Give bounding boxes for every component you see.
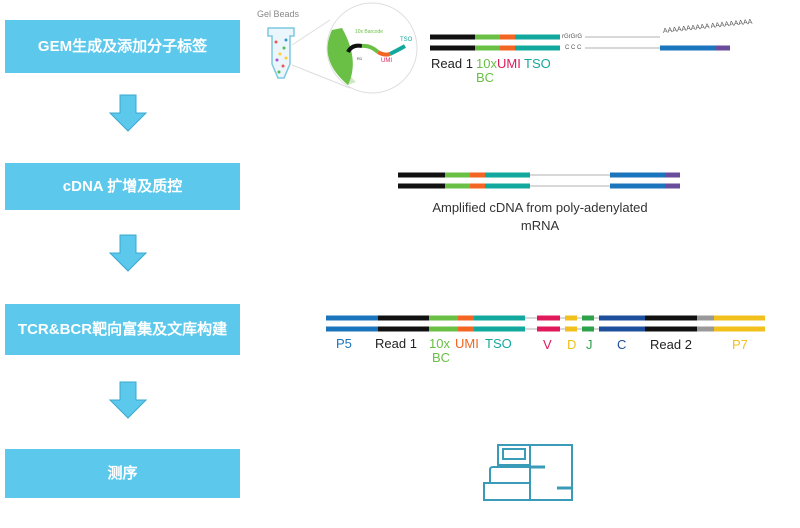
linker-line bbox=[530, 174, 610, 176]
label-j: J bbox=[586, 337, 593, 352]
linker-line bbox=[585, 47, 660, 49]
linker-line bbox=[525, 328, 599, 330]
cdna-segment bbox=[610, 172, 665, 178]
barcode-segment bbox=[429, 326, 458, 332]
read1-segment bbox=[398, 172, 445, 178]
label-umi: UMI bbox=[497, 56, 521, 71]
step-label: 测序 bbox=[107, 465, 138, 482]
barcode-label: 10x Barcode bbox=[354, 29, 384, 35]
label-v: V bbox=[543, 337, 552, 352]
label-c: C bbox=[617, 337, 627, 352]
step-label: GEM生成及添加分子标签 bbox=[37, 38, 208, 55]
down-arrow-icon bbox=[108, 234, 148, 272]
linker-line bbox=[530, 185, 610, 187]
label-read1: Read 1 bbox=[431, 56, 473, 71]
v-segment bbox=[537, 315, 560, 321]
label-bc: BC bbox=[476, 70, 495, 85]
v-segment bbox=[537, 326, 560, 332]
d-segment bbox=[565, 326, 577, 332]
c-segment bbox=[599, 326, 645, 332]
tso-segment bbox=[474, 315, 525, 321]
cdna-caption: Amplified cDNA from poly-adenylated mRNA bbox=[380, 199, 700, 235]
barcode-segment bbox=[445, 183, 470, 189]
read1-segment bbox=[378, 326, 429, 332]
down-arrow-icon bbox=[108, 94, 148, 132]
tso-segment bbox=[485, 172, 530, 178]
p7-segment bbox=[714, 326, 765, 332]
polyt-segment bbox=[716, 45, 730, 51]
label-tso: TSO bbox=[524, 56, 551, 71]
d-segment bbox=[565, 315, 577, 321]
polya-segment bbox=[665, 172, 680, 178]
index-segment bbox=[697, 315, 714, 321]
barcode-segment bbox=[475, 34, 500, 40]
read2-segment bbox=[645, 326, 697, 332]
umi-small-label: UMI bbox=[381, 58, 392, 64]
read1-segment bbox=[398, 183, 445, 189]
label-p7: P7 bbox=[732, 337, 748, 352]
barcode-segment bbox=[475, 45, 500, 51]
label-read2: Read 2 bbox=[650, 337, 692, 352]
tso-segment bbox=[515, 45, 560, 51]
ccc-label: C C C bbox=[565, 45, 582, 51]
c-segment bbox=[599, 315, 645, 321]
label-10x: 10x bbox=[429, 336, 450, 351]
label-read1: Read 1 bbox=[375, 336, 417, 351]
umi-segment bbox=[458, 326, 474, 332]
umi-segment bbox=[470, 172, 485, 178]
tso-segment bbox=[515, 34, 560, 40]
caption-line: mRNA bbox=[520, 218, 560, 233]
linker-line bbox=[585, 36, 660, 38]
step-library: TCR&BCR靶向富集及文库构建 bbox=[5, 304, 240, 355]
umi-segment bbox=[470, 183, 485, 189]
caption-line: Amplified cDNA from poly-adenylated bbox=[432, 200, 648, 215]
umi-segment bbox=[500, 34, 515, 40]
step-cdna: cDNA 扩增及质控 bbox=[5, 163, 240, 210]
step-gem: GEM生成及添加分子标签 bbox=[5, 20, 240, 73]
polya-segment bbox=[665, 183, 680, 189]
read2-segment bbox=[645, 315, 697, 321]
down-arrow-icon bbox=[108, 381, 148, 419]
step-label: cDNA 扩增及质控 bbox=[62, 178, 183, 195]
barcode-segment bbox=[429, 315, 458, 321]
r1-label: R1 bbox=[357, 56, 363, 61]
label-p5: P5 bbox=[336, 336, 352, 351]
label-10x: 10x bbox=[476, 56, 497, 71]
read1-segment bbox=[430, 45, 475, 51]
tso-segment bbox=[485, 183, 530, 189]
umi-segment bbox=[458, 315, 474, 321]
label-bc: BC bbox=[432, 350, 451, 365]
j-segment bbox=[582, 315, 594, 321]
j-segment bbox=[582, 326, 594, 332]
p5-segment bbox=[326, 315, 378, 321]
read1-segment bbox=[430, 34, 475, 40]
label-umi: UMI bbox=[455, 336, 479, 351]
rgrgrg-label: rGrGrG bbox=[562, 34, 582, 40]
linker-line bbox=[525, 317, 599, 319]
step-label: TCR&BCR靶向富集及文库构建 bbox=[17, 321, 228, 338]
umi-segment bbox=[500, 45, 515, 51]
p7-segment bbox=[714, 315, 765, 321]
label-tso: TSO bbox=[485, 336, 512, 351]
barcode-segment bbox=[445, 172, 470, 178]
step-sequencing: 测序 bbox=[5, 449, 240, 498]
tso-small-label: TSO bbox=[400, 37, 413, 43]
tso-segment bbox=[474, 326, 525, 332]
label-d: D bbox=[567, 337, 577, 352]
gel-beads-label: Gel Beads bbox=[257, 9, 300, 19]
cdna-segment bbox=[610, 183, 665, 189]
index-segment bbox=[697, 326, 714, 332]
p5-segment bbox=[326, 326, 378, 332]
read1-segment bbox=[378, 315, 429, 321]
cdna-segment bbox=[660, 45, 716, 51]
